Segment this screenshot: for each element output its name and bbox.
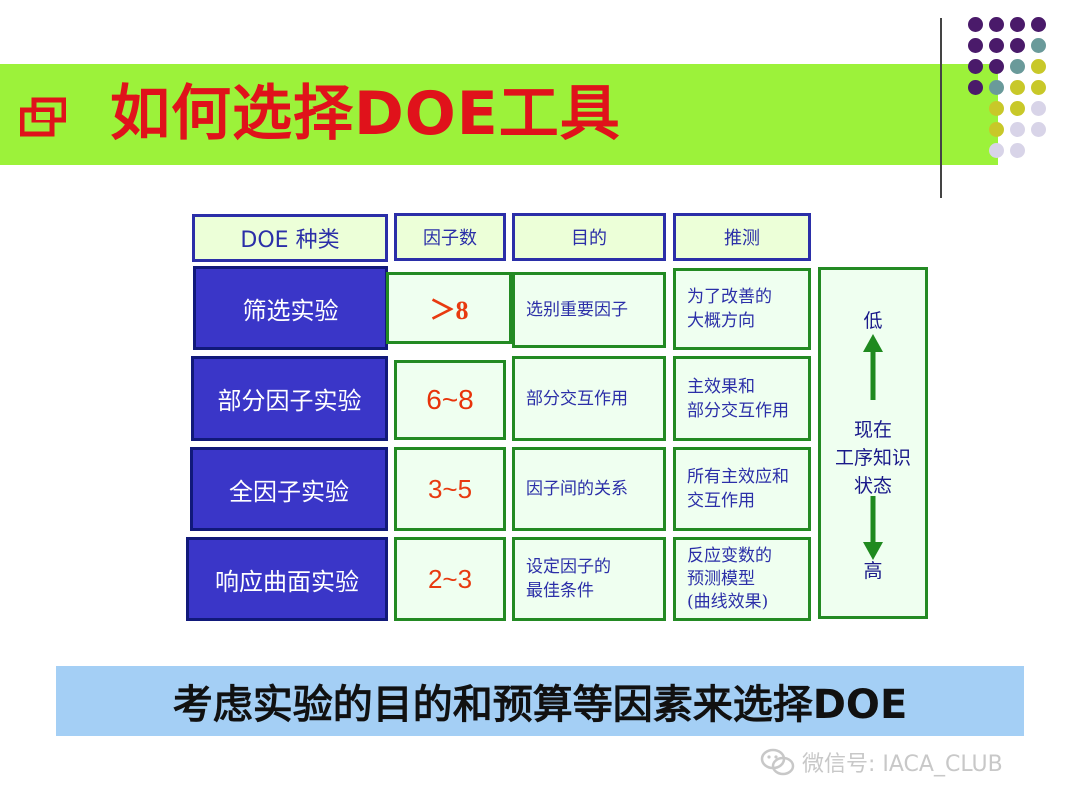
decorative-line — [940, 18, 942, 198]
row-label-fractional: 部分因子实验 — [191, 356, 388, 441]
decorative-dot — [1031, 122, 1046, 137]
decorative-dot — [1031, 17, 1046, 32]
header-factors: 因子数 — [394, 213, 506, 261]
inference-cell: 为了改善的大概方向 — [673, 268, 811, 350]
side-middle-label: 现在 工序知识 状态 — [834, 419, 911, 497]
inference-cell: 所有主效应和交互作用 — [673, 447, 811, 531]
decorative-dot — [968, 17, 983, 32]
title-bar — [0, 64, 998, 165]
purpose-cell: 设定因子的最佳条件 — [512, 537, 666, 621]
decorative-dot — [989, 38, 1004, 53]
decorative-dot — [989, 59, 1004, 74]
arrow-up-icon — [863, 334, 883, 400]
watermark: 微信号: IACA_CLUB — [760, 747, 1003, 777]
inference-cell: 反应变数的预测模型(曲线效果) — [673, 537, 811, 621]
decorative-dot — [968, 80, 983, 95]
side-high-label: 高 — [863, 560, 883, 582]
decorative-dot — [989, 80, 1004, 95]
knowledge-state-box: 低 现在 工序知识 状态 高 — [818, 267, 928, 619]
purpose-cell: 部分交互作用 — [512, 356, 666, 441]
decorative-dot — [1010, 17, 1025, 32]
decorative-dot — [968, 59, 983, 74]
decorative-dot — [1010, 143, 1025, 158]
header-purpose: 目的 — [512, 213, 666, 261]
decorative-dot — [1031, 38, 1046, 53]
factors-cell: 6~8 — [394, 360, 506, 440]
decorative-dot — [989, 143, 1004, 158]
decorative-dot — [1010, 80, 1025, 95]
decorative-dot — [1010, 101, 1025, 116]
decorative-dot — [989, 17, 1004, 32]
page-title: 如何选择DOE工具 — [110, 79, 621, 149]
header-doe-type: DOE 种类 — [192, 214, 388, 262]
side-low-label: 低 — [863, 310, 883, 332]
header-inference: 推测 — [673, 213, 811, 261]
decorative-dot — [1031, 80, 1046, 95]
decorative-dot — [1031, 101, 1046, 116]
row-label-screening: 筛选实验 — [193, 266, 388, 350]
decorative-dot — [989, 101, 1004, 116]
decorative-dot — [1010, 59, 1025, 74]
factors-cell: 3~5 — [394, 447, 506, 531]
row-label-full-factorial: 全因子实验 — [190, 447, 388, 531]
factors-cell: 2~3 — [394, 537, 506, 621]
window-bullet-icon — [20, 97, 66, 137]
inference-cell: 主效果和部分交互作用 — [673, 356, 811, 441]
decorative-dot — [989, 122, 1004, 137]
wechat-icon — [760, 748, 795, 776]
arrow-down-icon — [863, 496, 883, 560]
decorative-dot — [1010, 122, 1025, 137]
row-label-response-surface: 响应曲面实验 — [186, 537, 388, 621]
conclusion-bar: 考虑实验的目的和预算等因素来选择DOE — [56, 666, 1024, 736]
decorative-dot — [1031, 59, 1046, 74]
purpose-cell: 选别重要因子 — [512, 272, 666, 348]
decorative-dot — [968, 38, 983, 53]
watermark-text: 微信号: IACA_CLUB — [802, 752, 1003, 777]
factors-cell: ＞8 — [386, 272, 512, 344]
purpose-cell: 因子间的关系 — [512, 447, 666, 531]
decorative-dot — [1010, 38, 1025, 53]
